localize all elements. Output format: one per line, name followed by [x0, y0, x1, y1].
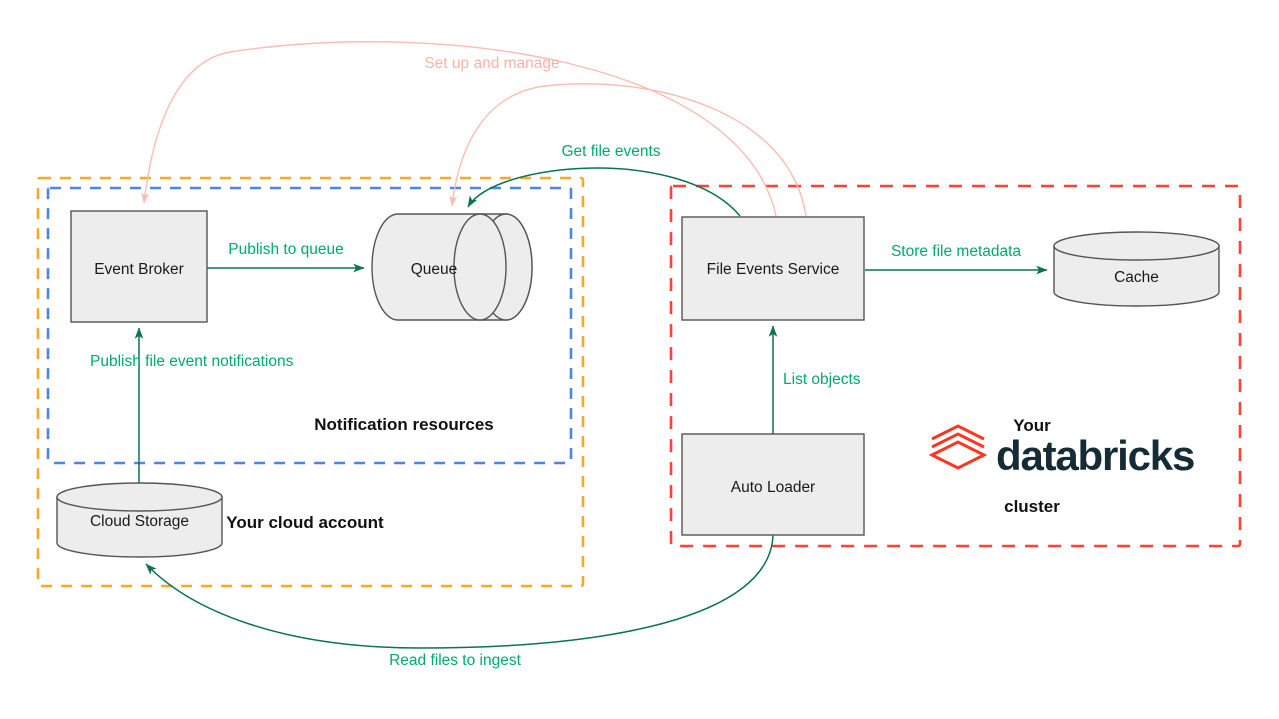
edge-label-publish-file-event-notifications: Publish file event notifications [90, 353, 294, 370]
node-label-file-events-service: File Events Service [707, 261, 840, 278]
edge-read-files-to-ingest: Read files to ingest [145, 534, 774, 669]
node-label-event-broker: Event Broker [94, 261, 184, 278]
node-cloud-storage[interactable]: Cloud Storage [56, 482, 223, 558]
node-label-cloud-storage: Cloud Storage [90, 513, 189, 530]
edge-set-up-and-manage: Set up and manage [141, 41, 807, 217]
databricks-stacked-layers-icon [928, 424, 988, 470]
edge-label-publish-to-queue: Publish to queue [228, 241, 343, 258]
edge-label-set-up-and-manage: Set up and manage [424, 55, 559, 72]
edge-label-store-file-metadata: Store file metadata [891, 243, 1021, 260]
brand-label-below: cluster [1004, 497, 1060, 516]
edge-label-read-files-to-ingest: Read files to ingest [389, 652, 522, 669]
edge-get-file-events: Get file events [467, 143, 741, 217]
group-label-cloud-account: Your cloud account [226, 513, 384, 532]
brand-wordmark: databricks [996, 432, 1194, 479]
node-label-queue: Queue [411, 261, 458, 278]
brand-label-above: Your [1013, 416, 1051, 435]
edge-label-get-file-events: Get file events [561, 143, 660, 160]
node-file-events-service[interactable]: File Events Service [681, 216, 865, 321]
group-container-databricks-cluster [669, 184, 1242, 548]
group-label-notification-resources: Notification resources [314, 415, 494, 434]
databricks-branding: Your databricks cluster [928, 416, 1195, 516]
group-container-cloud-account: Your cloud account [36, 176, 585, 588]
edge-publish-file-event-notifications: Publish file event notifications [90, 327, 294, 484]
node-label-auto-loader: Auto Loader [731, 479, 815, 496]
edge-list-objects: List objects [768, 325, 861, 434]
node-event-broker[interactable]: Event Broker [70, 210, 208, 323]
edge-label-list-objects: List objects [783, 371, 861, 388]
node-auto-loader[interactable]: Auto Loader [681, 433, 865, 536]
edge-store-file-metadata: Store file metadata [865, 243, 1048, 275]
node-label-cache: Cache [1114, 269, 1159, 286]
edge-publish-to-queue: Publish to queue [207, 241, 365, 273]
group-container-notification-resources: Notification resources [46, 186, 573, 465]
node-cache[interactable]: Cache [1053, 231, 1220, 307]
node-queue[interactable]: Queue [371, 213, 533, 321]
